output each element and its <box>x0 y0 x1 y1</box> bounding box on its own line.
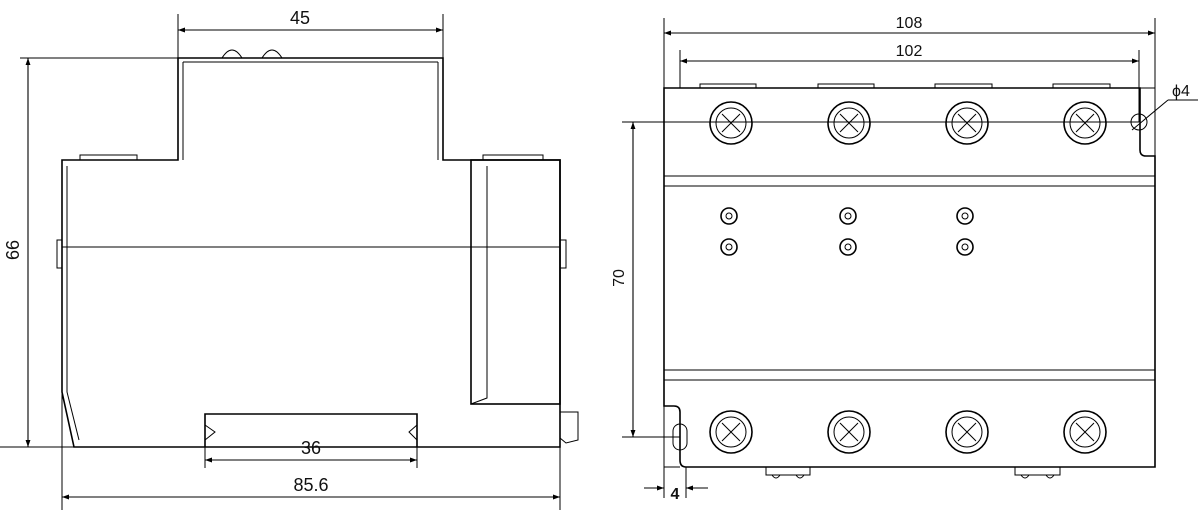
side-body-outline <box>61 57 561 448</box>
side-right-knob <box>482 154 544 160</box>
side-front-cover-inner <box>470 166 488 405</box>
led-indicator <box>720 238 738 256</box>
front-top-tabs <box>699 83 1111 88</box>
dim-label-phi4: ϕ4 <box>1172 83 1190 100</box>
side-view <box>56 49 579 448</box>
front-view <box>663 83 1156 479</box>
dim-label-36: 36 <box>301 438 321 458</box>
side-right-clip <box>560 239 567 269</box>
side-top-block-inner <box>182 61 439 160</box>
dim-label-70: 70 <box>611 269 628 287</box>
led-indicator <box>956 238 974 256</box>
dim-label-45: 45 <box>290 8 310 28</box>
dim-label-66: 66 <box>3 240 23 260</box>
front-body-outline <box>663 87 1156 468</box>
side-front-cover <box>470 159 561 405</box>
terminal-row-bottom <box>709 410 1107 454</box>
terminal-screw <box>945 410 989 454</box>
side-din-clip-right <box>408 424 418 441</box>
terminal-screw <box>709 410 753 454</box>
front-bottom-clips <box>765 467 1061 476</box>
side-left-knob <box>79 154 138 160</box>
dim-label-85-6: 85.6 <box>293 475 328 495</box>
side-top-bumps <box>221 49 283 59</box>
led-indicator <box>720 207 738 225</box>
side-dimensions: 45 66 36 85.6 <box>0 8 561 510</box>
dim-label-4: 4 <box>671 486 680 503</box>
front-dimensions: 108 102 70 ϕ4 4 <box>611 15 1198 503</box>
terminal-screw <box>1063 101 1107 145</box>
side-latch <box>559 411 579 444</box>
terminal-screw <box>827 101 871 145</box>
side-left-clip <box>56 239 62 269</box>
led-indicator <box>839 207 857 225</box>
terminal-screw <box>827 410 871 454</box>
terminal-screw <box>1063 410 1107 454</box>
dim-label-108: 108 <box>896 15 923 32</box>
front-bottom-clip-marks <box>771 474 1055 479</box>
side-inner-left <box>66 166 80 441</box>
terminal-screw <box>945 101 989 145</box>
side-din-clip-left <box>204 424 216 441</box>
leader-line-phi4 <box>1131 99 1169 131</box>
dim-label-102: 102 <box>896 43 923 60</box>
side-din-slot <box>204 413 418 447</box>
indicator-leds <box>720 207 974 256</box>
terminal-screw <box>709 101 753 145</box>
led-indicator <box>839 238 857 256</box>
led-indicator <box>956 207 974 225</box>
terminal-row-top <box>709 101 1107 145</box>
